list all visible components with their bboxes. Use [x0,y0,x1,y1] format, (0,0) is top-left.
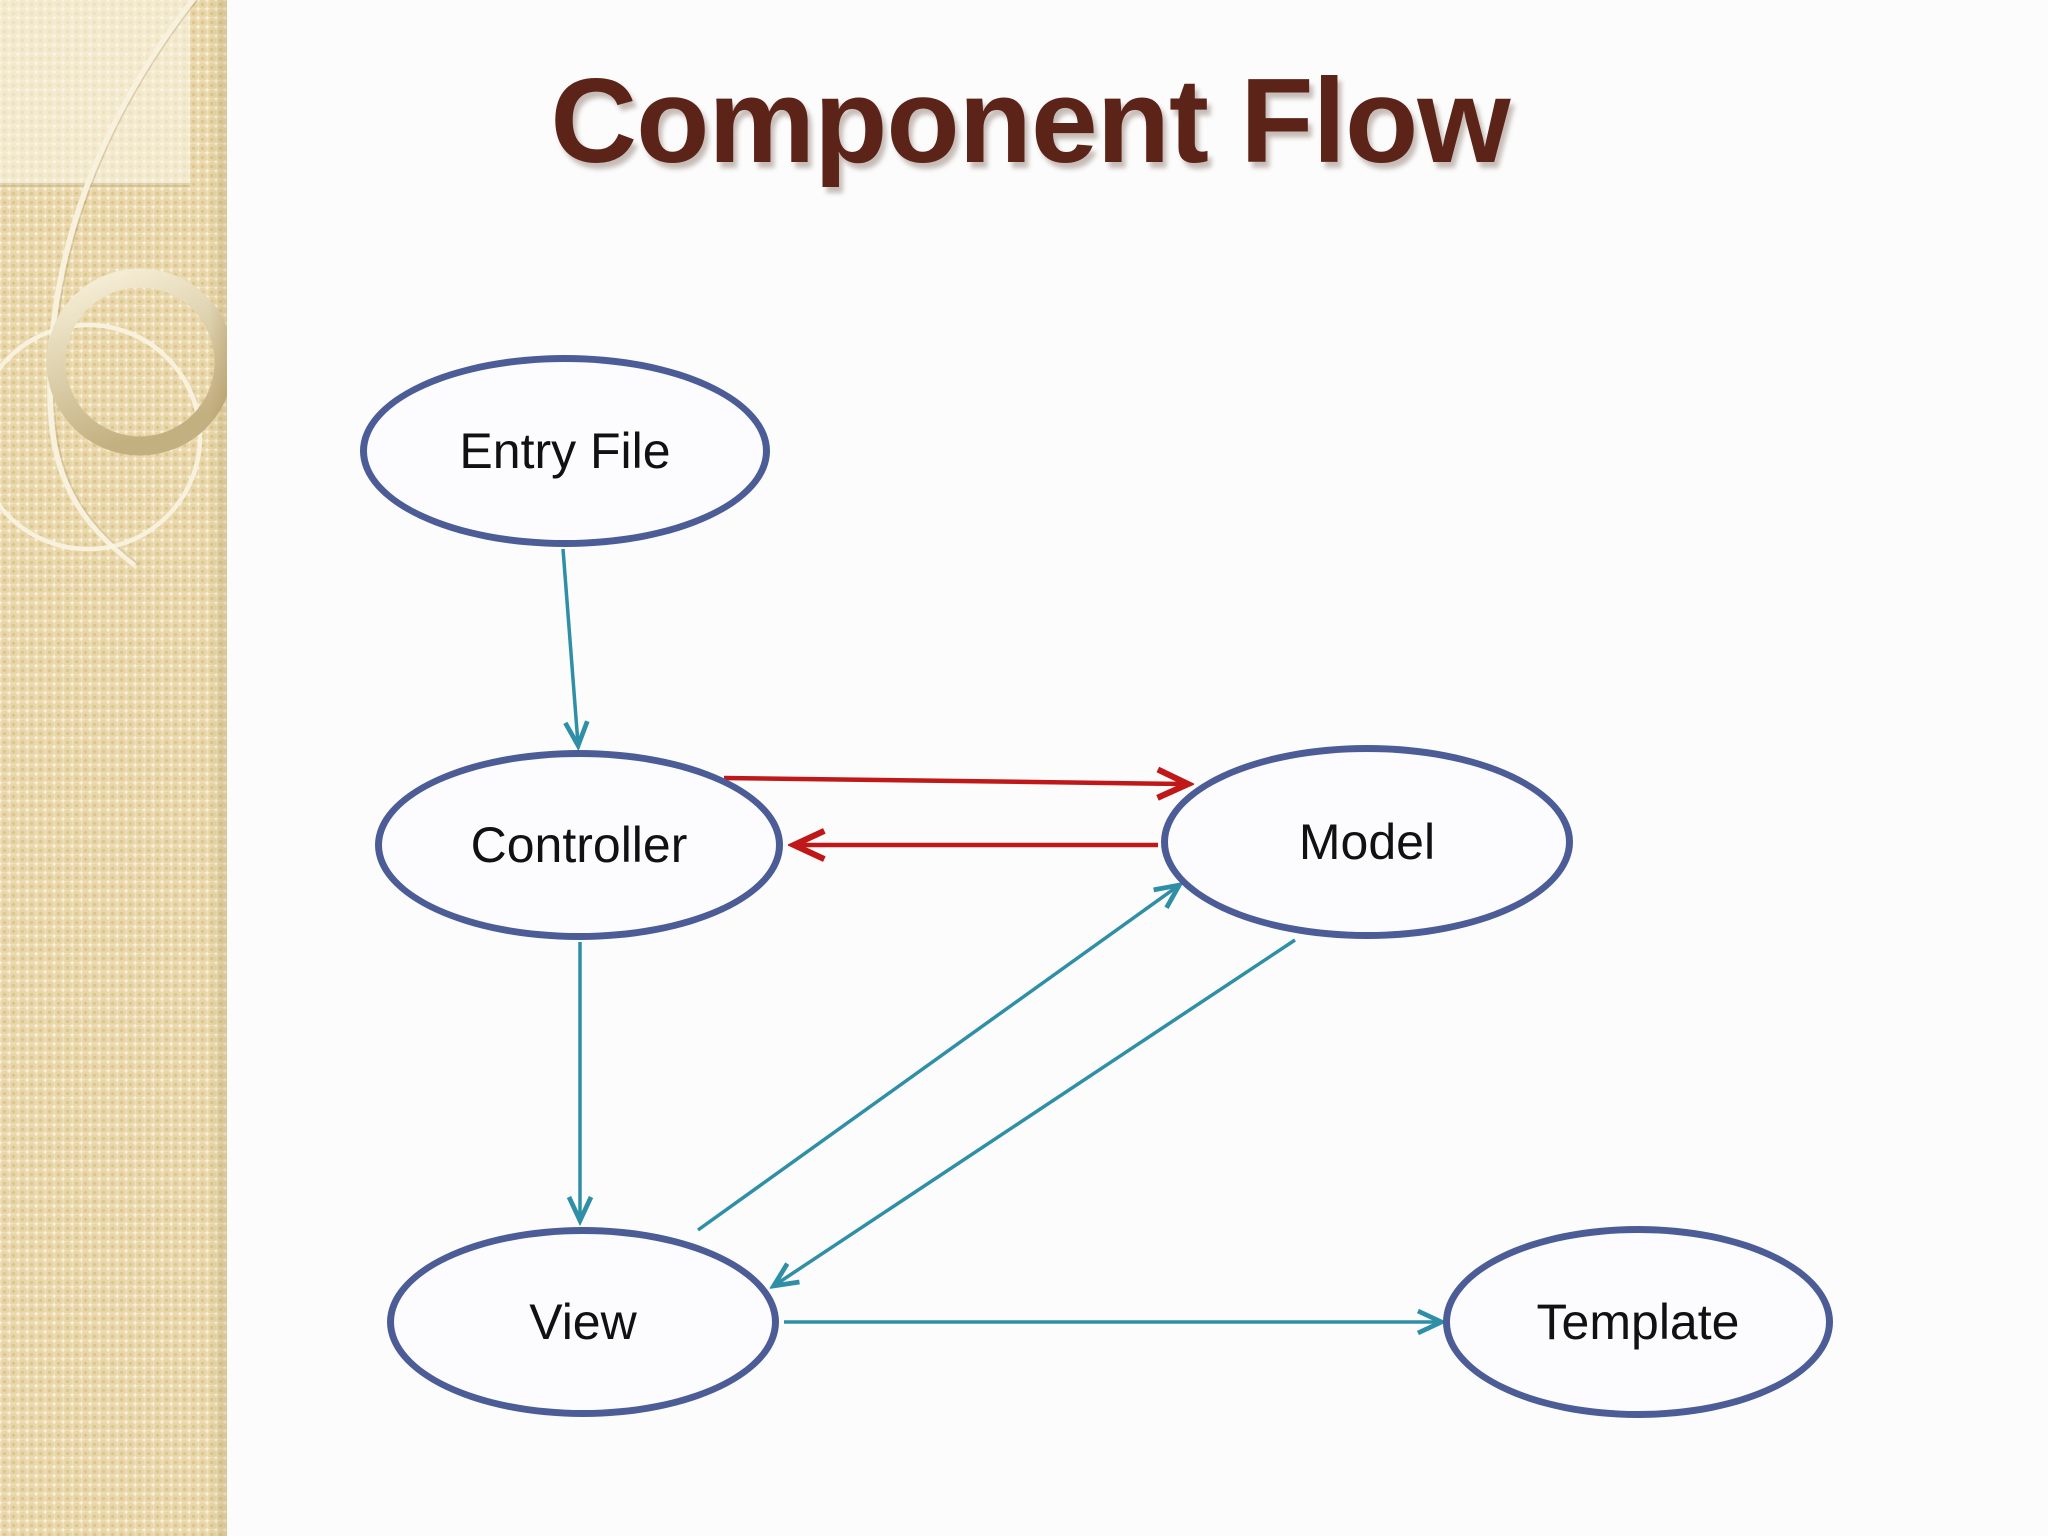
node-controller-label: Controller [470,817,688,873]
node-entry-file-label: Entry File [459,423,671,479]
sidebar-edge-shading [209,0,227,1536]
edge-view-to-model [696,886,1178,1232]
sidebar-circles-decoration [0,0,227,568]
slide-title: Component Flow [550,54,1510,188]
slide-theme-sidebar [0,0,227,1536]
node-controller: Controller [375,750,783,940]
node-view-label: View [529,1294,637,1350]
node-model-label: Model [1298,814,1436,870]
node-model: Model [1161,745,1573,939]
edge-entry-file-to-controller [561,548,578,744]
edge-model-to-view [775,938,1296,1285]
node-view: View [387,1227,779,1417]
node-template: Template [1443,1226,1833,1418]
node-template-label: Template [1536,1294,1740,1350]
edge-controller-to-model [723,778,1186,784]
node-entry-file: Entry File [360,355,770,547]
